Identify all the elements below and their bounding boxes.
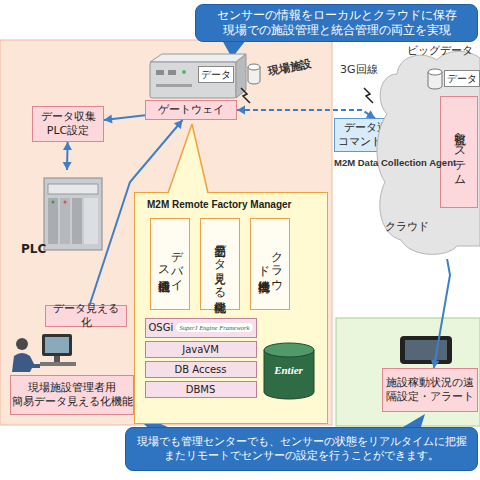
node-label: データ [447,72,477,85]
node-sublabel: クラウド [385,220,429,234]
cloud-shape [377,51,480,254]
operator-illustration [12,334,76,372]
arrow-head [366,110,375,118]
arrow-head [63,142,72,150]
arrow-head [63,162,72,170]
node-label: データ見える化 [48,302,124,329]
node-sublabel: SuperJ Engine Framework [176,323,252,332]
node-label: センサーの情報をローカルとクラウドに保存 現場での施設管理と統合管理の両立を実現 [200,8,473,38]
area-label: 現場施設 [267,56,313,80]
connector-line [90,120,183,305]
function-box: 簡易データ見える化機能 [200,218,240,310]
connector-line [66,142,69,170]
node-label: M2M Remote Factory Manager [147,198,291,211]
layer-box: JavaVM [145,341,257,358]
layer-box: DBMS [145,381,257,398]
arrow-head [431,359,440,368]
cylinder-top [264,343,314,357]
connector-line [104,115,145,120]
node-label: Entier [274,363,303,377]
node-label: JavaVM [182,343,219,356]
process-box: データ見える化 [45,305,127,327]
connector-arrow [104,115,145,124]
cloud-region: ビッグデータクラウド データ監視システム [375,44,480,259]
node-label: 監視システム [452,112,466,192]
arrow-head [174,120,183,129]
data-box: データ [198,66,234,83]
layer-box: DB Access [145,361,257,378]
node-label: ビッグデータ [407,44,473,58]
tablet-illustration [400,336,452,364]
function-box: クラウド連携機能 [250,218,290,310]
arrow-head [237,106,245,115]
node-label: DB Access [175,363,227,376]
system-box: 監視システム [440,96,478,208]
connector-line [237,110,375,118]
connector-arrow [90,120,183,305]
node-label: データ収集 PLC設定 [35,110,101,139]
node-label: DBMS [186,383,216,396]
database-cylinder: Entier [263,342,315,400]
wireless-symbol [364,88,373,103]
wireless-symbol [241,88,250,103]
gateway-box: ゲートウェイ [145,100,237,120]
callout-banner: 現場でも管理センターでも、センサーの状態をリアルタイムに把握 またリモートでセン… [125,427,478,471]
arrow-head [104,115,112,124]
connector-line [434,259,450,368]
remote-region [336,318,480,426]
feature-box: 現場施設管理者用 簡易データ見える化機能 [10,375,134,415]
process-box: データ収集 PLC設定 [32,106,104,142]
line-label: 3G回線 [340,62,378,77]
node-label: ゲートウェイ [158,103,224,117]
node-label: 施設稼動状況の遠隔設定・アラート [385,376,475,403]
data-box: データ [444,70,480,87]
bubble-pointer [168,124,208,195]
node-label: 簡易データ見える化機能 [213,227,227,301]
connector-arrow [237,106,375,119]
node-label: データ [201,68,231,81]
node-label: クラウド連携機能 [256,239,284,289]
node-label: PLC [21,242,46,258]
node-label: OSGi [149,321,174,334]
function-box: デバイス通信機能 [150,218,190,310]
plc-illustration [44,178,102,250]
node-label: 現場施設管理者用 簡易データ見える化機能 [12,381,133,408]
database-symbol [248,64,260,84]
feature-box: 施設稼動状況の遠隔設定・アラート [382,368,478,412]
node-label: 現場でも管理センターでも、センサーの状態をリアルタイムに把握 またリモートでセン… [130,435,473,464]
gateway-device [150,54,246,98]
layer-box: OSGiSuperJ Engine Framework [145,318,257,338]
plc-unit: PLC [18,170,114,262]
component-label: M2M Data Collection Agent [334,157,456,168]
database-symbol [428,69,442,89]
software-callout: M2M Remote Factory Manager デバイス通信機能 簡易データ見… [134,192,328,424]
site-region [0,40,332,425]
callout-banner: センサーの情報をローカルとクラウドに保存 現場での施設管理と統合管理の両立を実現 [195,4,478,42]
node-label: デバイス通信機能 [156,239,184,289]
connector-arrow [431,259,450,368]
connector-arrow [63,142,72,170]
